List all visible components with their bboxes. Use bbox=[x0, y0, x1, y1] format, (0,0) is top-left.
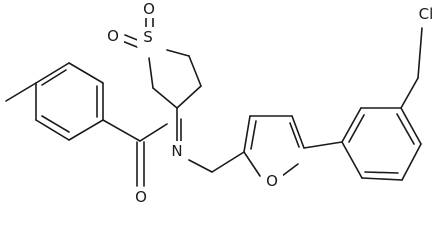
atom-labels: S O O N O O Cl bbox=[102, 0, 441, 207]
furan-oxygen-label: O bbox=[266, 172, 278, 190]
sulfur-atom-label: S bbox=[143, 28, 153, 46]
sulfonyl-oxygen-left-label: O bbox=[107, 27, 119, 45]
carbonyl-oxygen-label: O bbox=[135, 188, 147, 206]
molecule-structure: S O O N O O Cl bbox=[5, 0, 441, 207]
bond-lines bbox=[5, 15, 423, 187]
sulfonyl-oxygen-upper-label: O bbox=[143, 0, 155, 18]
amide-nitrogen-label: N bbox=[171, 142, 182, 160]
chlorine-atom-label: Cl bbox=[419, 5, 434, 23]
